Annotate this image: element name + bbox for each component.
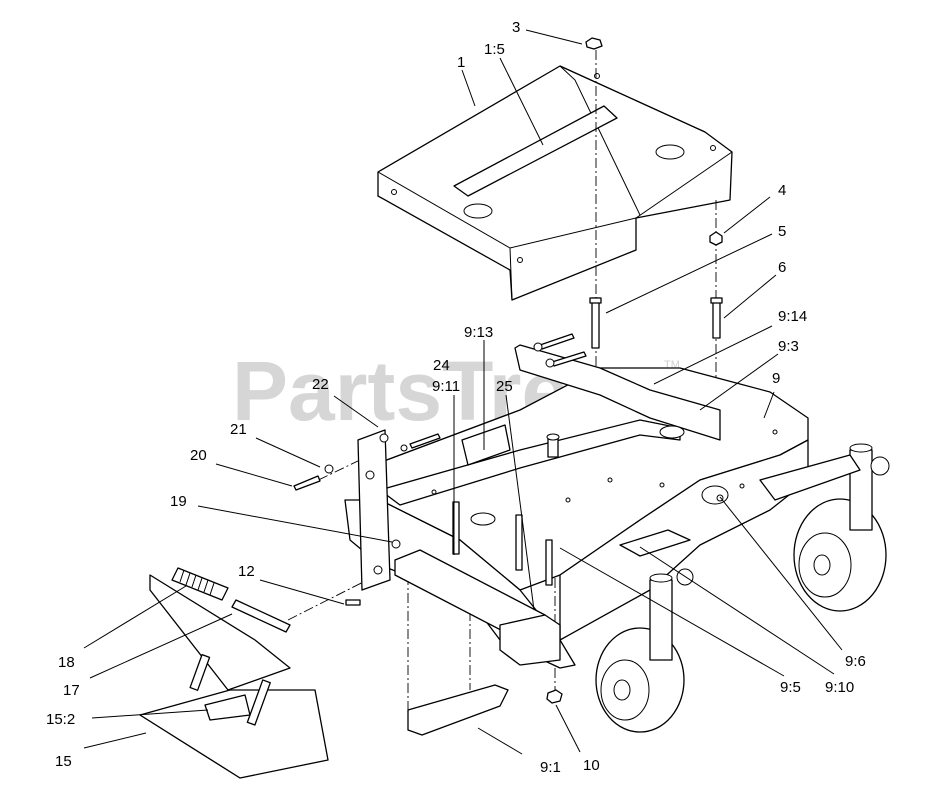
callout-9-1: 9:1 <box>540 759 561 776</box>
rod-part-17 <box>231 599 291 633</box>
callout-15: 15 <box>55 753 72 770</box>
washer-part-21 <box>324 464 334 474</box>
vertical-bolts <box>345 501 553 606</box>
callout-22: 22 <box>312 376 329 393</box>
hole-9-6 <box>701 485 729 505</box>
callout-9-5: 9:5 <box>780 679 801 696</box>
callout-9-10: 9:10 <box>825 679 854 696</box>
callout-15-2: 15:2 <box>46 711 75 728</box>
rear-bracket-bolts <box>533 333 587 368</box>
nut-part-19 <box>391 539 401 549</box>
stud-part-5 <box>589 297 602 349</box>
callout-9-6: 9:6 <box>845 653 866 670</box>
callout-9-14: 9:14 <box>778 308 807 325</box>
callout-1: 1 <box>457 54 465 71</box>
callout-3: 3 <box>512 19 520 36</box>
callout-12: 12 <box>238 563 255 580</box>
spring-part-18 <box>171 567 229 601</box>
callout-9-3: 9:3 <box>778 338 799 355</box>
callout-18: 18 <box>58 654 75 671</box>
nut-part-22 <box>379 433 389 443</box>
deck-cover <box>377 65 733 301</box>
side-bracket <box>293 429 441 591</box>
discharge-chute <box>139 574 329 779</box>
callout-labels: 3 1:5 1 4 5 6 9:14 9:13 9:3 24 9:11 25 9… <box>46 19 866 776</box>
callout-10: 10 <box>583 757 600 774</box>
callout-17: 17 <box>63 682 80 699</box>
decal-9-13 <box>461 424 511 466</box>
callout-9: 9 <box>772 370 780 387</box>
bolt-part-20 <box>293 475 321 491</box>
stud-part-6 <box>710 297 723 339</box>
callout-19: 19 <box>170 493 187 510</box>
callout-9-13: 9:13 <box>464 324 493 341</box>
bracket-9-1 <box>407 684 509 736</box>
callout-9-11: 9:11 <box>432 378 460 395</box>
decal-9-10 <box>619 529 691 557</box>
nut-part-4 <box>709 231 723 246</box>
deflector-bar <box>394 549 561 666</box>
callout-21: 21 <box>230 421 247 438</box>
callout-4: 4 <box>778 182 786 199</box>
callout-24: 24 <box>433 357 450 374</box>
leader-lines <box>83 29 843 755</box>
caster-wheel-rear <box>759 443 890 612</box>
cover-decal <box>453 105 618 197</box>
callout-20: 20 <box>190 447 207 464</box>
callout-5: 5 <box>778 223 786 240</box>
bolt-part-12-hw <box>345 599 361 606</box>
callout-25: 25 <box>496 378 513 395</box>
knob-part-3 <box>585 37 603 50</box>
caster-wheel-front <box>595 568 694 733</box>
nut-part-10 <box>546 689 563 704</box>
callout-1-5: 1:5 <box>484 41 505 58</box>
callout-6: 6 <box>778 259 786 276</box>
